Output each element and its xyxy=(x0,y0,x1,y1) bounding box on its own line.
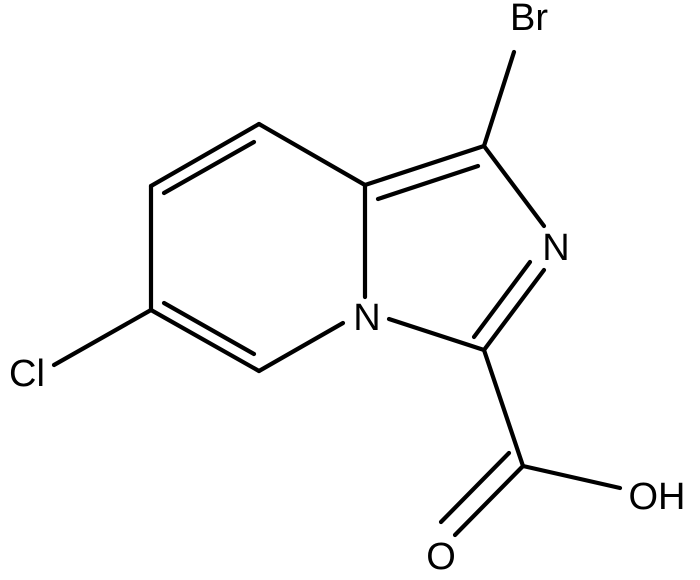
atom-label-oh: OH xyxy=(629,476,686,518)
bond-c8-c7-inner xyxy=(161,139,257,196)
bond-c6-c5-inner xyxy=(161,300,257,357)
bond-cooh-o xyxy=(452,463,526,538)
bond-n2-c3 xyxy=(481,267,547,353)
bond-c3-n4 xyxy=(386,316,487,353)
atom-label-n-bridgehead: N xyxy=(353,297,380,339)
bond-c8-c7 xyxy=(148,121,262,189)
bond-c5-n4 xyxy=(256,320,346,374)
bond-c8a-c1-inner xyxy=(375,163,481,202)
bond-c1-n2 xyxy=(481,143,547,229)
atom-label-br: Br xyxy=(510,0,548,39)
atom-label-n-imidazole: N xyxy=(542,227,569,269)
bond-n2-c3-inner xyxy=(471,259,533,340)
bond-cooh-o-second xyxy=(438,450,512,525)
atom-label-cl: Cl xyxy=(9,353,45,395)
atom-label-o: O xyxy=(426,536,456,578)
bond-c8a-c1 xyxy=(362,143,487,188)
bond-cooh-oh xyxy=(520,463,623,491)
bond-c6-cl xyxy=(51,307,154,368)
bond-c6-c5 xyxy=(148,307,262,374)
bond-c8a-c8 xyxy=(256,121,368,188)
bond-c3-cooh xyxy=(481,347,526,469)
bond-c1-br xyxy=(481,49,517,149)
